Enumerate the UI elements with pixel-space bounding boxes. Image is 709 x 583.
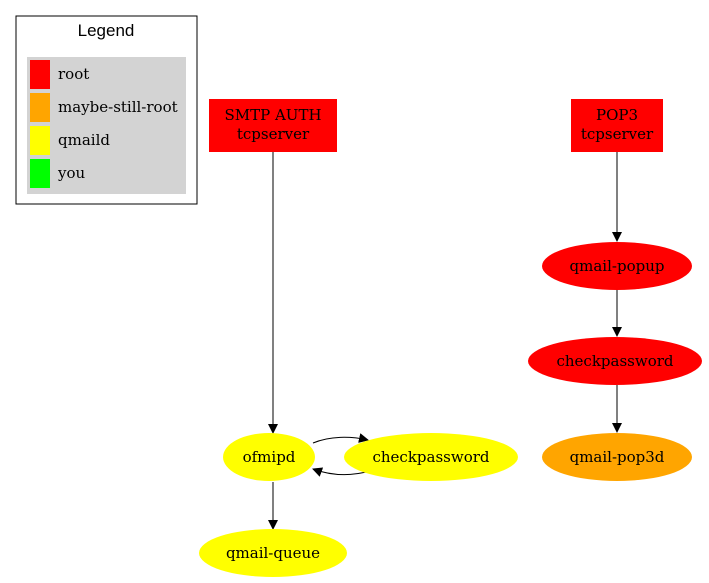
legend-label-qmaild: qmaild [58,131,110,149]
node-checkpassword-pop: checkpassword [528,337,702,385]
node-qmail-queue-label: qmail-queue [226,544,320,562]
node-smtp-auth-line2: tcpserver [237,125,310,143]
node-pop3-box [571,99,663,152]
node-qmail-popup: qmail-popup [542,242,692,290]
legend-swatch-maybe-still-root [30,93,50,122]
edge-ofmipd-to-checkpassword [312,433,369,444]
node-pop3-line1: POP3 [596,106,638,124]
legend-title: Legend [78,21,135,40]
node-pop3-line2: tcpserver [581,125,654,143]
node-qmail-popup-shape [542,242,692,290]
node-qmail-pop3d-label: qmail-pop3d [570,448,665,466]
legend-label-root: root [58,65,89,83]
node-ofmipd-label: ofmipd [243,448,296,466]
legend-panel [27,57,186,194]
legend: Legend root maybe-still-root qmaild you [15,15,198,205]
node-checkpassword-smtp: checkpassword [344,433,518,481]
node-checkpassword-pop-shape [528,337,702,385]
node-checkpassword-pop-label: checkpassword [556,352,673,370]
node-smtp-auth-line1: SMTP AUTH [224,106,321,124]
node-qmail-pop3d-shape [542,433,692,481]
node-checkpassword-smtp-shape [344,433,518,481]
node-qmail-queue: qmail-queue [199,529,347,577]
node-qmail-popup-label: qmail-popup [570,257,665,275]
node-pop3-tcpserver: POP3 tcpserver [571,99,663,152]
node-ofmipd-shape [223,433,315,481]
legend-label-maybe-still-root: maybe-still-root [58,98,178,116]
legend-swatch-root [30,60,50,89]
node-smtp-auth-box [209,99,337,152]
legend-label-you: you [57,164,86,182]
node-smtp-auth-tcpserver: SMTP AUTH tcpserver [209,99,337,152]
node-checkpassword-smtp-label: checkpassword [372,448,489,466]
legend-swatch-you [30,159,50,188]
node-qmail-pop3d: qmail-pop3d [542,433,692,481]
legend-swatch-qmaild [30,126,50,155]
edges [268,152,622,530]
node-qmail-queue-shape [199,529,347,577]
node-ofmipd: ofmipd [223,433,315,481]
